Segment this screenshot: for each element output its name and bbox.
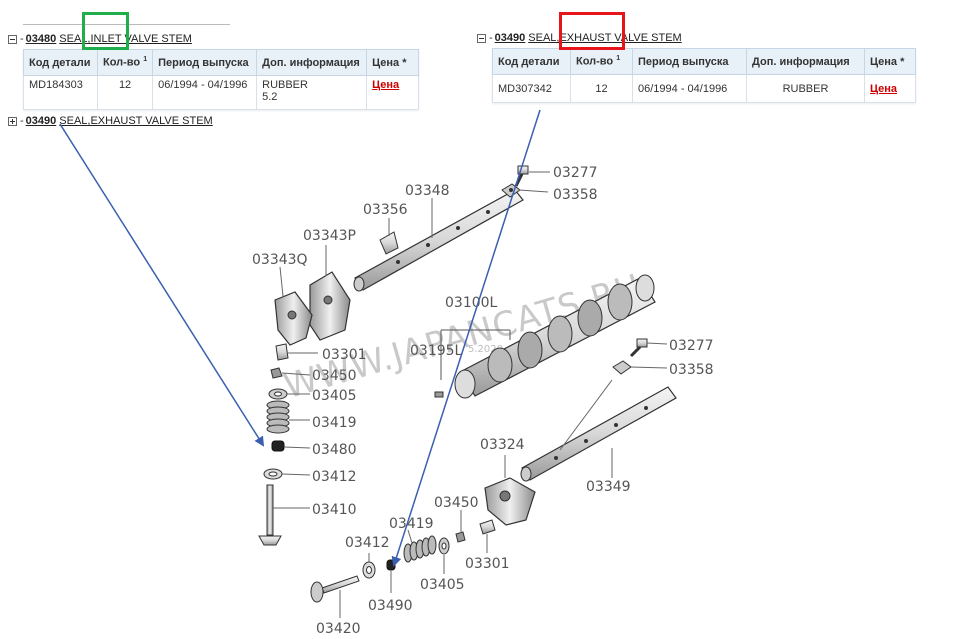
part-label[interactable]: 03301 [465,556,510,572]
tree-connector: - [489,32,493,44]
info-cell: RUBBER [746,74,865,103]
part-label[interactable]: 03100L [445,295,498,311]
part-label[interactable]: 03343Q [252,252,308,268]
col-qty: Кол-во 1 [96,49,154,76]
collapse-icon[interactable] [8,34,17,44]
col-info: Доп. информация [256,49,368,76]
part-code-cell: MD184303 [23,75,98,110]
price-link[interactable]: Цена [870,82,898,95]
part-code-cell: MD307342 [492,74,571,103]
tree-connector: - [20,115,24,127]
part-label[interactable]: 03195L [410,343,463,359]
part-label[interactable]: 03419 [389,516,434,532]
col-period: Период выпуска [152,49,258,76]
valve-stem-seal-exhaust [386,559,396,571]
watermark-date: 5.2020 [468,344,503,355]
part-label[interactable]: 03450 [434,495,479,511]
rocker-arm-lower [484,477,536,526]
tree-node-exhaust-seal-collapsed[interactable]: - 03490 SEAL,EXHAUST VALVE STEM [8,115,213,127]
camshaft [434,274,656,399]
part-label[interactable]: 03412 [345,535,390,551]
rocker-shaft-upper [353,189,524,292]
col-price: Цена * [366,49,419,76]
group-code[interactable]: 03490 [25,115,57,127]
part-label[interactable]: 03356 [363,202,408,218]
col-info: Доп. информация [746,48,865,75]
valve-stem-seal-inlet [271,440,285,452]
diagram-labels: 03277 03358 03348 03356 03343P 03343Q 03… [252,165,714,637]
price-link[interactable]: Цена [372,79,400,91]
col-period: Период выпуска [632,48,747,75]
group-code[interactable]: 03480 [25,33,57,45]
arrow-inlet-to-part [59,123,265,447]
part-label[interactable]: 03358 [553,187,598,203]
rocker-shaft-lower [520,386,677,482]
expand-icon[interactable] [8,116,17,126]
rocker-arm-q [274,291,313,346]
collapse-icon[interactable] [477,33,486,43]
right-valve-assembly [310,519,496,603]
part-label[interactable]: 03412 [312,469,357,485]
part-label[interactable]: 03410 [312,502,357,518]
group-name[interactable]: SEAL,EXHAUST VALVE STEM [59,115,213,127]
part-label[interactable]: 03324 [480,437,525,453]
inlet-highlight-box [82,12,129,50]
exhaust-parts-table: Код детали Кол-во 1 Период выпуска Доп. … [492,48,916,103]
price-cell: Цена [864,74,916,103]
rocker-spacer [379,231,399,255]
table-row: MD307342 12 06/1994 - 04/1996 RUBBER Цен… [492,74,916,103]
tree-connector: - [20,33,24,45]
part-label[interactable]: 03348 [405,183,450,199]
part-label[interactable]: 03358 [669,362,714,378]
qty-cell: 12 [96,75,154,110]
part-label[interactable]: 03405 [312,388,357,404]
left-valve-assembly [258,343,290,546]
rocker-arm-p [309,271,351,341]
period-cell: 06/1994 - 04/1996 [152,75,258,110]
leader-lines [273,171,668,618]
price-cell: Цена [366,75,419,110]
part-label[interactable]: 03420 [316,621,361,637]
tree-node-exhaust-seal[interactable]: - 03490 SEAL,EXHAUST VALVE STEM [477,32,682,44]
bolt-upper [501,165,529,198]
col-part-code: Код детали [492,48,571,75]
part-label[interactable]: 03343P [303,228,356,244]
bolt-lower [612,338,648,375]
period-cell: 06/1994 - 04/1996 [632,74,747,103]
col-price: Цена * [864,48,916,75]
col-part-code: Код детали [23,49,98,76]
qty-cell: 12 [570,74,633,103]
group-code[interactable]: 03490 [494,32,526,44]
part-label[interactable]: 03450 [312,368,357,384]
part-label[interactable]: 03277 [669,338,714,354]
exhaust-highlight-box [559,12,625,50]
col-qty: Кол-во 1 [570,48,633,75]
arrow-exhaust-to-part [391,109,541,567]
part-label[interactable]: 03405 [420,577,465,593]
part-label-highlighted[interactable]: 03490 [368,598,413,614]
part-label[interactable]: 03301 [322,347,367,363]
part-label[interactable]: 03277 [553,165,598,181]
part-label[interactable]: 03349 [586,479,631,495]
part-label[interactable]: 03419 [312,415,357,431]
part-label-highlighted[interactable]: 03480 [312,442,357,458]
group-name[interactable]: SEAL,EXHAUST VALVE STEM [528,32,682,44]
callout-arrows [59,109,541,567]
watermark-text: WWW.JAPANCATS.RU [280,267,646,407]
inlet-parts-table: Код детали Кол-во 1 Период выпуска Доп. … [23,49,419,110]
